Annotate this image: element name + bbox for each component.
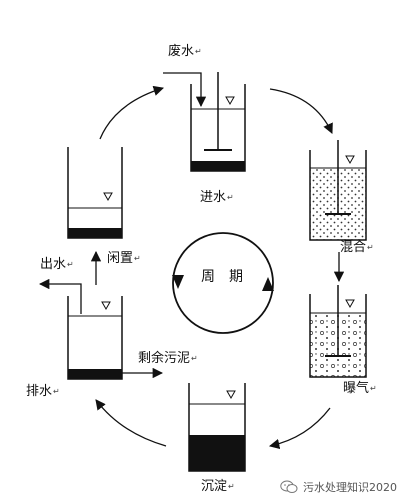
cycle-arrowhead-right (262, 277, 274, 291)
outflow-arrow (38, 278, 82, 314)
water-level-icon (345, 155, 355, 165)
label-fill: 进水↵ (200, 190, 234, 205)
tank-idle (67, 147, 123, 239)
label-drain: 排水↵ (26, 384, 60, 399)
water-level-icon (101, 301, 111, 311)
water-level-icon (103, 192, 113, 202)
label-settle: 沉淀↵ (201, 479, 235, 494)
wechat-bubble-icon (280, 480, 298, 493)
watermark-text: 污水处理知识2020 (303, 481, 397, 494)
watermark: 污水处理知识2020 (280, 477, 397, 497)
label-outflow: 出水↵ (40, 257, 74, 272)
label-aerate: 曝气↵ (343, 381, 377, 396)
label-inflow: 废水↵ (168, 44, 202, 59)
label-mix: 混合↵ (340, 240, 374, 255)
water-level-icon (225, 96, 235, 106)
tank-drain (38, 278, 164, 380)
water-level-icon (345, 299, 355, 309)
cycle-circle (172, 232, 274, 334)
inflow-arrow (163, 72, 207, 108)
label-sludge: 剩余污泥↵ (138, 351, 198, 366)
water-level-icon (226, 390, 236, 400)
label-cycle: 周 期 (201, 269, 243, 285)
cycle-arrowhead-left (172, 275, 184, 289)
arrow-settle-to-drain (95, 399, 167, 447)
tank-fill (163, 72, 246, 172)
arrow-fill-to-mix (269, 88, 333, 134)
cycle-arrows (90, 85, 345, 450)
tank-mix (309, 140, 367, 241)
arrow-idle-to-fill (99, 85, 164, 140)
tank-aerate (309, 285, 367, 378)
arrow-aerate-to-settle (268, 407, 331, 450)
tank-settle (188, 383, 246, 472)
label-idle: 闲置↵ (107, 251, 141, 266)
